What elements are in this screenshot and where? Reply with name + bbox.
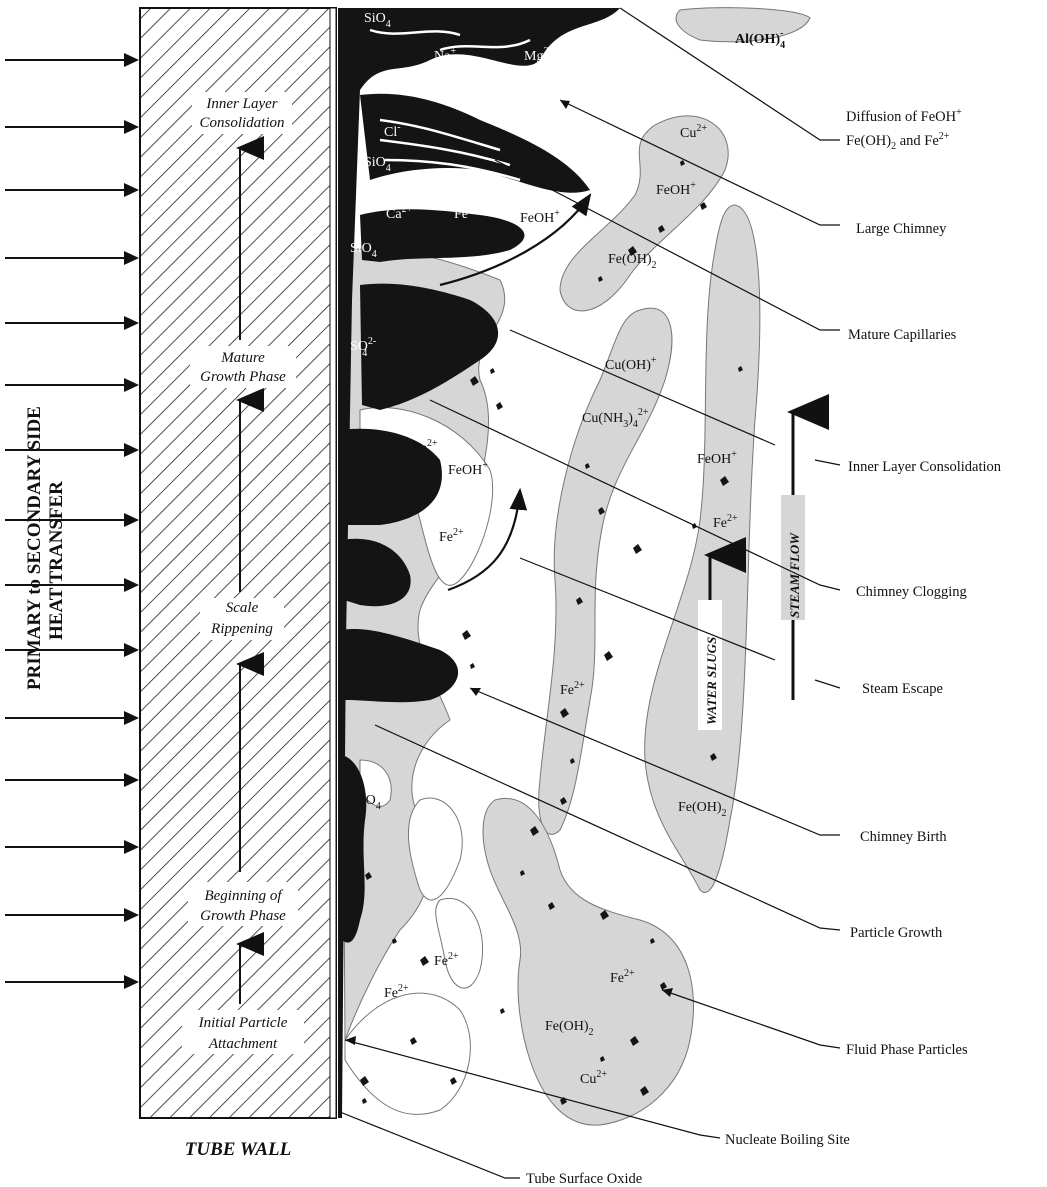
phase-mature-2: Growth Phase xyxy=(200,369,286,385)
species-feoh-upper: FeOH+ xyxy=(520,208,560,226)
callout-diffusion-line2: Fe(OH)2 and Fe2+ xyxy=(846,131,950,152)
species-na: Na+ xyxy=(434,46,456,64)
phase-initial-1: Initial Particle xyxy=(198,1015,288,1031)
heat-arrow-head xyxy=(124,975,139,989)
callout-fluid-phase-particles: Fluid Phase Particles xyxy=(846,1042,968,1058)
heat-arrow-head xyxy=(124,443,139,457)
callout-chimney-clogging: Chimney Clogging xyxy=(856,584,967,600)
tube-surface-oxide-layer xyxy=(330,8,336,1118)
callout-mature-capillaries: Mature Capillaries xyxy=(848,327,957,343)
heat-arrow-head xyxy=(124,316,139,330)
particle-fleck xyxy=(496,402,503,410)
species-feoh-clog: FeOH+ xyxy=(448,460,488,478)
species-feoh-fluid: FeOH+ xyxy=(656,180,696,198)
heat-arrow-head xyxy=(124,53,139,67)
side-label-line2: HEAT TRANSFER xyxy=(46,481,67,640)
heat-arrow-head xyxy=(124,378,139,392)
callout-steam-escape: Steam Escape xyxy=(862,681,943,697)
phase-mature-1: Mature xyxy=(220,350,265,366)
mature-capillary-band-2 xyxy=(360,209,524,262)
callout-chimney-birth: Chimney Birth xyxy=(860,829,947,845)
heat-arrow-head xyxy=(124,251,139,265)
water-slugs-label: WATER SLUGS xyxy=(704,637,719,725)
tube-wall-label: TUBE WALL xyxy=(185,1139,291,1160)
void-bubble xyxy=(345,993,470,1114)
callout-diffusion-line1: Diffusion of FeOH+ xyxy=(846,107,962,125)
species-feoh-right: FeOH+ xyxy=(697,449,737,467)
heat-arrow-head xyxy=(124,643,139,657)
callout-inner-layer-consolidation: Inner Layer Consolidation xyxy=(848,459,1002,475)
particle-fleck xyxy=(420,956,429,966)
species-mg: Mg2+ xyxy=(524,46,554,64)
particle-fleck xyxy=(604,651,613,661)
heat-arrow-head xyxy=(124,183,139,197)
chimney-birth-deposit-2 xyxy=(342,629,458,702)
heat-arrow-head xyxy=(124,773,139,787)
fluid-region-upper xyxy=(560,116,728,311)
phase-inner-layer-1: Inner Layer xyxy=(205,96,277,112)
heat-arrow-head xyxy=(124,513,139,527)
particle-fleck xyxy=(490,368,495,374)
particle-fleck xyxy=(633,544,642,554)
phase-beginning-1: Beginning of xyxy=(204,888,283,904)
callout-tube-surface-oxide: Tube Surface Oxide xyxy=(526,1171,642,1187)
species-aloh4: Al(OH)4- xyxy=(735,28,785,51)
particle-fleck xyxy=(500,1008,505,1014)
callout-particle-growth: Particle Growth xyxy=(850,925,943,941)
phase-beginning-2: Growth Phase xyxy=(200,908,286,924)
void-3 xyxy=(436,898,483,988)
phase-scale-2: Rippening xyxy=(210,621,273,637)
phase-scale-1: Scale xyxy=(226,600,259,616)
heat-arrow-head xyxy=(124,578,139,592)
species-cuoh: Cu(OH)+ xyxy=(605,355,657,373)
heat-arrow-head xyxy=(124,711,139,725)
callout-nucleate-boiling-site: Nucleate Boiling Site xyxy=(725,1132,850,1148)
particle-fleck xyxy=(462,630,471,640)
particle-fleck xyxy=(470,663,475,669)
side-label-line1: PRIMARY to SECONDARY SIDE xyxy=(24,406,45,690)
phase-inner-layer-2: Consolidation xyxy=(199,115,284,131)
phase-initial-2: Attachment xyxy=(208,1036,278,1052)
callout-large-chimney: Large Chimney xyxy=(856,221,947,237)
heat-arrow-head xyxy=(124,120,139,134)
tube-wall xyxy=(140,8,336,1118)
heat-arrow-head xyxy=(124,908,139,922)
heat-arrow-head xyxy=(124,840,139,854)
particle-fleck xyxy=(362,1098,367,1104)
